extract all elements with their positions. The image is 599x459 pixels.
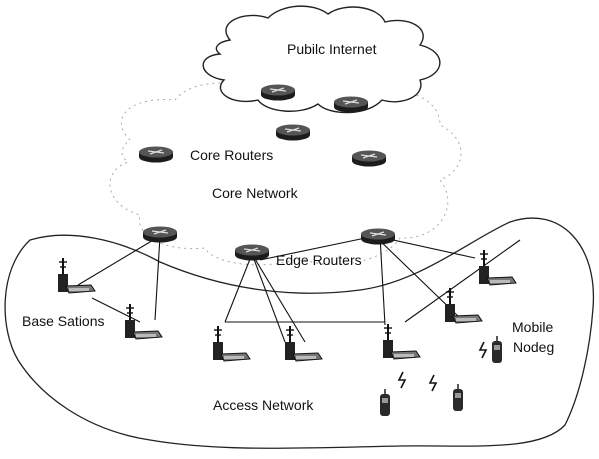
mobile-nodes-label-1: Mobile [512,319,553,335]
router-icon [138,145,174,164]
wireless-link-icon [479,341,487,359]
mobile-nodes-label-2: Nodeg [513,339,554,355]
wireless-link-icon [429,374,437,392]
base-station-icon [284,325,323,362]
base-stations-label: Base Sations [22,313,105,329]
mobile-phone-icon [491,335,503,364]
base-station-icon [57,257,96,294]
access-network-label: Access Network [213,397,314,413]
router-icon [275,123,311,142]
router-icon [260,83,296,102]
mobile-phone-icon [452,383,464,412]
public-internet-label: Pubilc Internet [287,41,377,57]
public-internet-cloud [202,5,441,114]
base-station-icon [444,287,483,324]
mobile-phone-icon [379,388,391,417]
base-station-icon [212,325,251,362]
core-network-label: Core Network [212,185,299,201]
base-station-icon [382,323,421,360]
router-icon [333,95,369,114]
router-icon [360,227,396,246]
router-icon [351,149,387,168]
core-routers-label: Core Routers [190,147,273,163]
wireless-link-icon [398,371,406,389]
base-station-icon [124,303,163,340]
base-station-icon [478,249,517,286]
router-icon [234,243,270,262]
edge-routers-label: Edge Routers [276,252,362,268]
connection-lines [77,235,521,343]
router-icon [142,225,178,244]
